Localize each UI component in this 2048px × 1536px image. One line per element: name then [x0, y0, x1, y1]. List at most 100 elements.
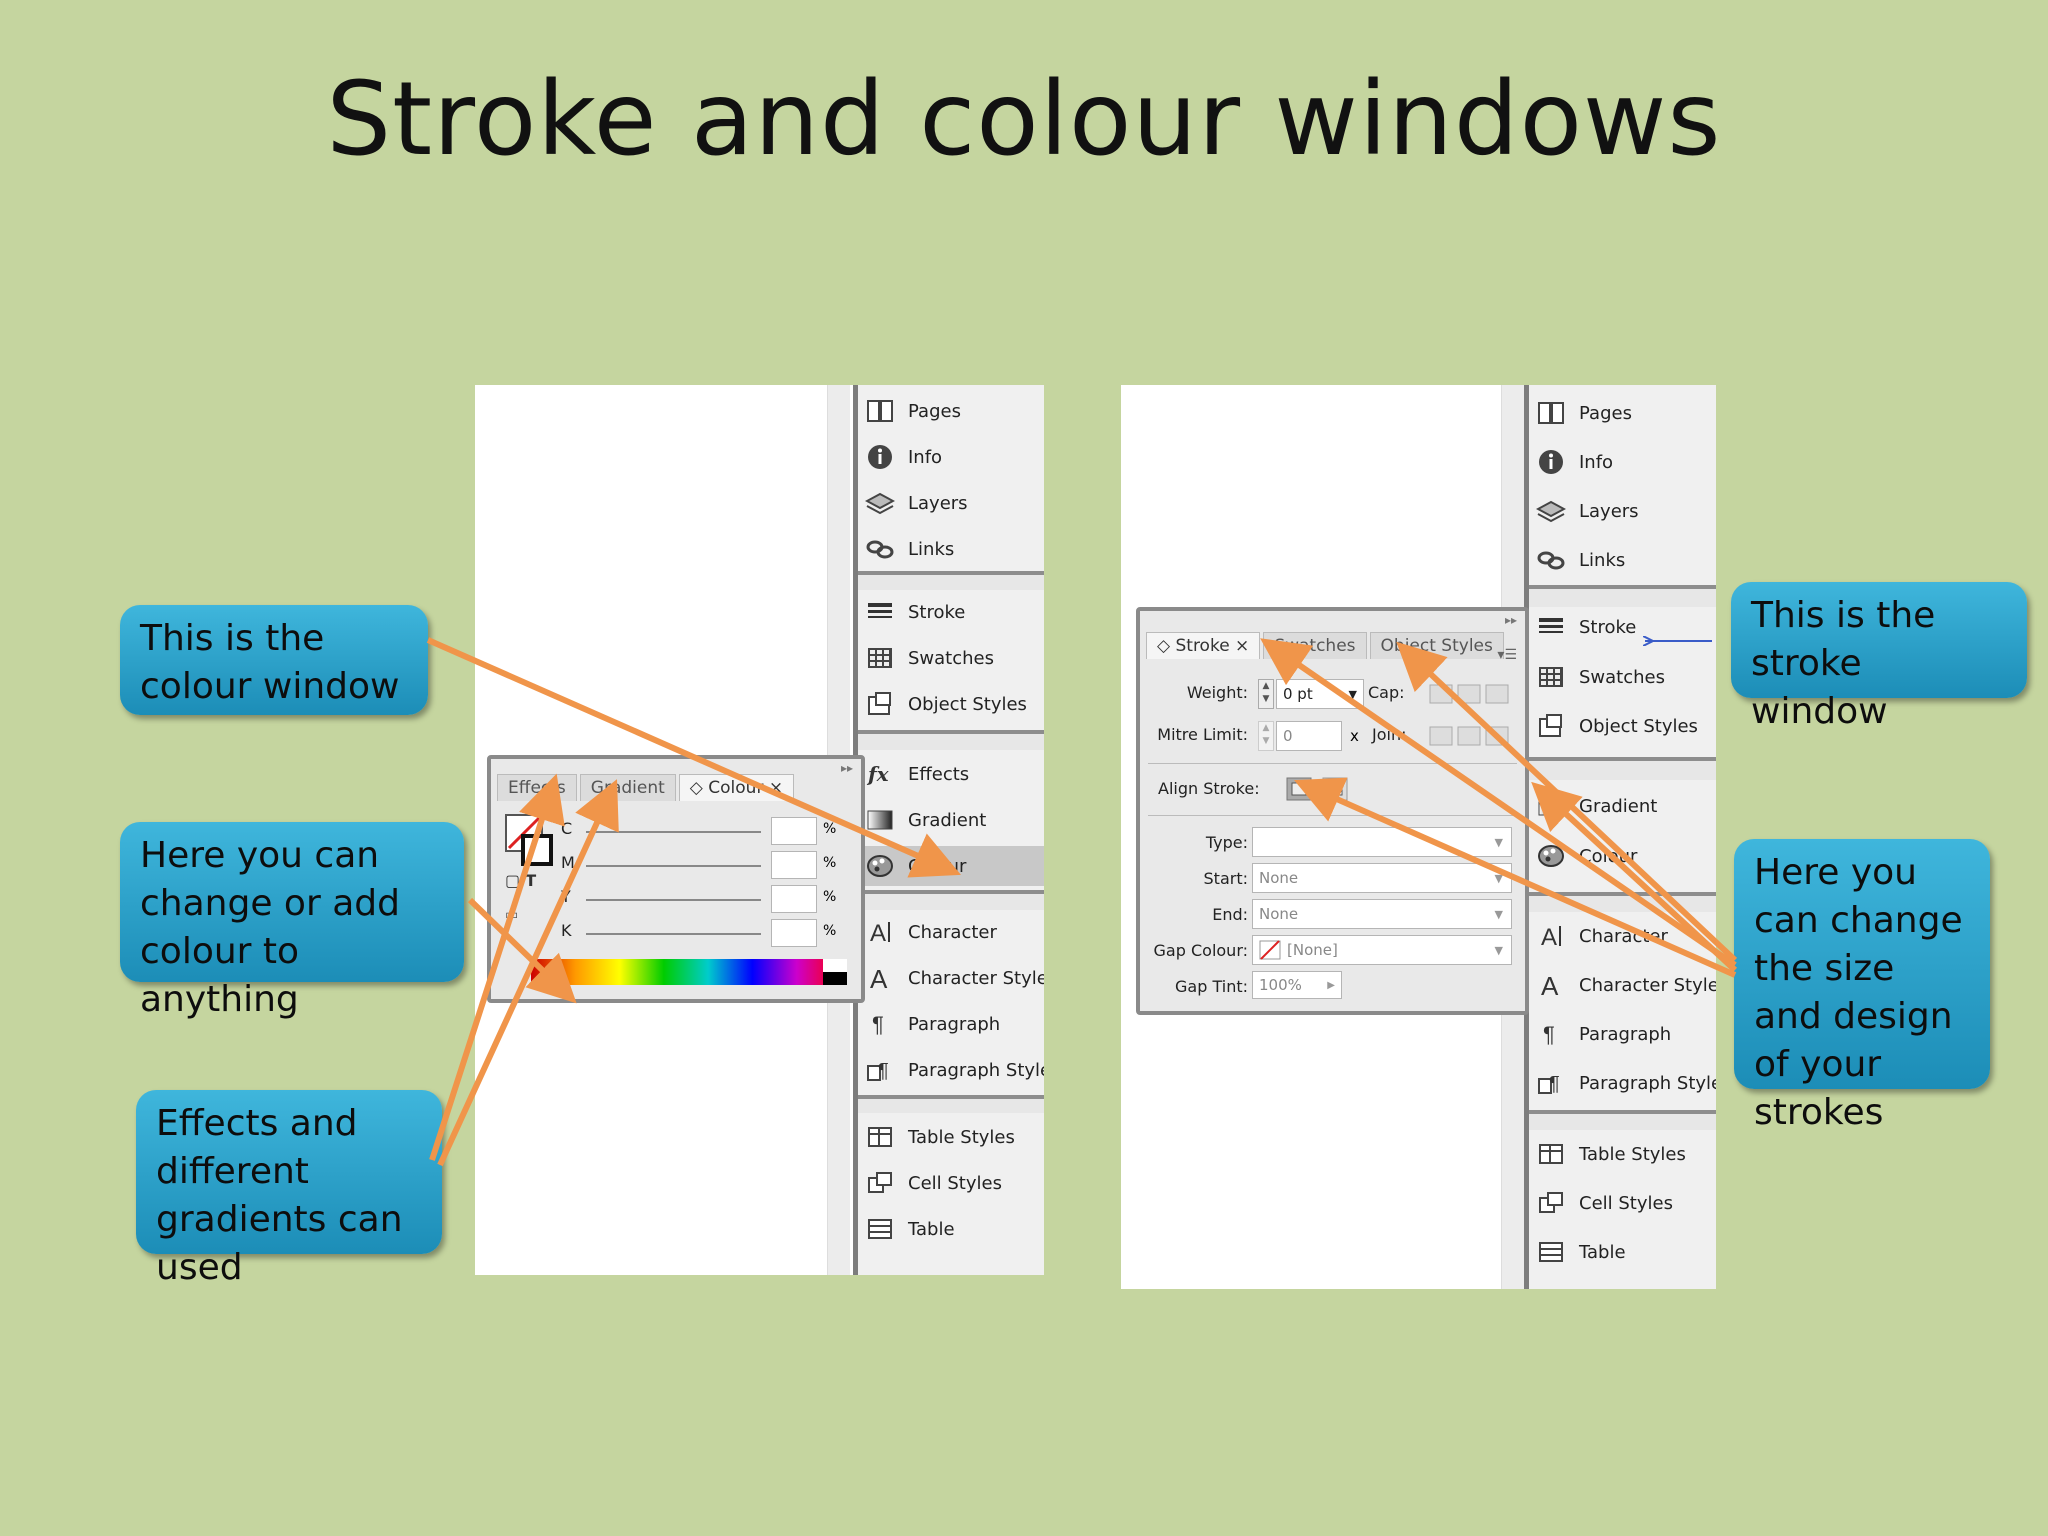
- panel-item-table[interactable]: Table: [1535, 1232, 1716, 1272]
- callout-effects-gradients: Effects and different gradients can used: [136, 1090, 442, 1288]
- gap-colour-label: Gap Colour:: [1153, 941, 1248, 960]
- gradient-icon: [864, 804, 896, 836]
- panel-group: Stroke Swatches Object Styles: [858, 590, 1044, 734]
- tab-stroke-label: Stroke: [1175, 636, 1230, 656]
- panel-group: Pages Info Layers Links: [858, 385, 1044, 575]
- collapse-icon[interactable]: ▸▸: [840, 761, 853, 775]
- gap-tint-field[interactable]: 100%▶: [1252, 971, 1342, 999]
- panel-item-cell-styles[interactable]: Cell Styles: [1535, 1183, 1716, 1223]
- cell-styles-icon: [1535, 1187, 1567, 1219]
- type-label: Type:: [1205, 833, 1248, 852]
- panel-group: Table Styles Cell Styles Table: [1529, 1130, 1716, 1289]
- panel-item-layers[interactable]: Layers: [864, 483, 1044, 523]
- panel-item-info[interactable]: Info: [864, 437, 1044, 477]
- slider-c[interactable]: [586, 831, 761, 833]
- value-c[interactable]: [771, 817, 817, 845]
- panel-item-links[interactable]: Links: [1535, 540, 1716, 580]
- panel-item-paragraph-styles[interactable]: ¶Paragraph Styles: [864, 1050, 1044, 1090]
- arrow-to-effects-tab: [429, 773, 565, 1161]
- table-icon: [1535, 1236, 1567, 1268]
- gap-colour-dropdown[interactable]: [None]▼: [1252, 935, 1512, 965]
- panel-item-swatches[interactable]: Swatches: [864, 638, 1044, 678]
- callout-colour-window: This is the colour window: [120, 605, 428, 715]
- white-swatch[interactable]: [823, 959, 847, 972]
- value-y[interactable]: [771, 885, 817, 913]
- panel-item-layers[interactable]: Layers: [1535, 491, 1716, 531]
- pages-icon: [864, 395, 896, 427]
- format-toggle[interactable]: ▢ T: [505, 871, 537, 890]
- chevron-down-icon: ▼: [1494, 943, 1503, 957]
- panel-item-table[interactable]: Table: [864, 1209, 1044, 1249]
- panel-item-pages[interactable]: Pages: [1535, 393, 1716, 433]
- panel-group: Stroke Swatches Object Styles: [1529, 607, 1716, 761]
- arrow-to-gradient-tab: [437, 779, 619, 1167]
- panel-item-stroke[interactable]: Stroke: [1535, 607, 1716, 647]
- info-icon: [864, 441, 896, 473]
- svg-text:¶: ¶: [1543, 1022, 1555, 1047]
- start-label: Start:: [1203, 869, 1248, 888]
- paragraph-icon: ¶: [864, 1008, 896, 1040]
- svg-text:A: A: [870, 920, 886, 945]
- panel-item-gradient[interactable]: Gradient: [864, 800, 1044, 840]
- black-swatch[interactable]: [823, 972, 847, 985]
- collapse-icon[interactable]: ▸▸: [1504, 613, 1517, 627]
- colour-spectrum[interactable]: [531, 959, 841, 985]
- value-k[interactable]: [771, 919, 817, 947]
- pages-icon: [1535, 397, 1567, 429]
- layers-icon: [864, 487, 896, 519]
- panel-item-paragraph[interactable]: ¶Paragraph: [1535, 1014, 1716, 1054]
- value-m[interactable]: [771, 851, 817, 879]
- mitre-limit-field[interactable]: 0: [1276, 721, 1342, 751]
- panel-item-object-styles[interactable]: Object Styles: [864, 684, 1044, 724]
- svg-text:¶: ¶: [878, 1060, 889, 1082]
- tab-stroke[interactable]: ◇ Stroke ×: [1146, 632, 1261, 659]
- table-icon: [864, 1213, 896, 1245]
- panel-item-paragraph[interactable]: ¶Paragraph: [864, 1004, 1044, 1044]
- percent-c: %: [823, 821, 837, 837]
- swatches-icon: [864, 642, 896, 674]
- panel-item-swatches[interactable]: Swatches: [1535, 657, 1716, 697]
- panel-item-links[interactable]: Links: [864, 529, 1044, 569]
- chevron-down-icon: ▼: [1494, 871, 1503, 885]
- svg-text:¶: ¶: [1549, 1073, 1560, 1095]
- svg-text:A: A: [1541, 924, 1557, 949]
- weight-dropdown-icon[interactable]: ▼: [1348, 687, 1357, 701]
- chevron-right-icon[interactable]: ▶: [1327, 979, 1335, 991]
- links-icon: [1535, 544, 1567, 576]
- callout-stroke-size: Here you can change the size and design …: [1734, 839, 1990, 1133]
- panel-item-cell-styles[interactable]: Cell Styles: [864, 1163, 1044, 1203]
- type-dropdown[interactable]: ▼: [1252, 827, 1512, 857]
- stroke-icon: [1535, 611, 1567, 643]
- arrow-to-stroke-tab: [1260, 638, 1737, 968]
- panel-item-stroke[interactable]: Stroke: [864, 592, 1044, 632]
- panel-item-pages[interactable]: Pages: [864, 391, 1044, 431]
- svg-text:¶: ¶: [872, 1012, 884, 1037]
- slider-m[interactable]: [586, 865, 761, 867]
- percent-m: %: [823, 855, 837, 871]
- swatches-icon: [1535, 661, 1567, 693]
- colour-icon: [1535, 840, 1567, 872]
- start-dropdown[interactable]: None▼: [1252, 863, 1512, 893]
- panel-group: Table Styles Cell Styles Table: [858, 1113, 1044, 1275]
- mitre-stepper[interactable]: ▲▼: [1258, 721, 1274, 751]
- paragraph-icon: ¶: [1535, 1018, 1567, 1050]
- panel-item-table-styles[interactable]: Table Styles: [864, 1117, 1044, 1157]
- slider-k[interactable]: [586, 933, 761, 935]
- panel-item-object-styles[interactable]: Object Styles: [1535, 706, 1716, 746]
- panel-item-info[interactable]: Info: [1535, 442, 1716, 482]
- panel-item-paragraph-styles[interactable]: ¶Paragraph Styles: [1535, 1063, 1716, 1103]
- end-dropdown[interactable]: None▼: [1252, 899, 1512, 929]
- svg-text:fx: fx: [866, 762, 890, 786]
- slider-y[interactable]: [586, 899, 761, 901]
- panel-menu-icon[interactable]: ▾☰: [1497, 647, 1517, 663]
- cell-styles-icon: [864, 1167, 896, 1199]
- panel-item-table-styles[interactable]: Table Styles: [1535, 1134, 1716, 1174]
- cap-label: Cap:: [1368, 683, 1405, 702]
